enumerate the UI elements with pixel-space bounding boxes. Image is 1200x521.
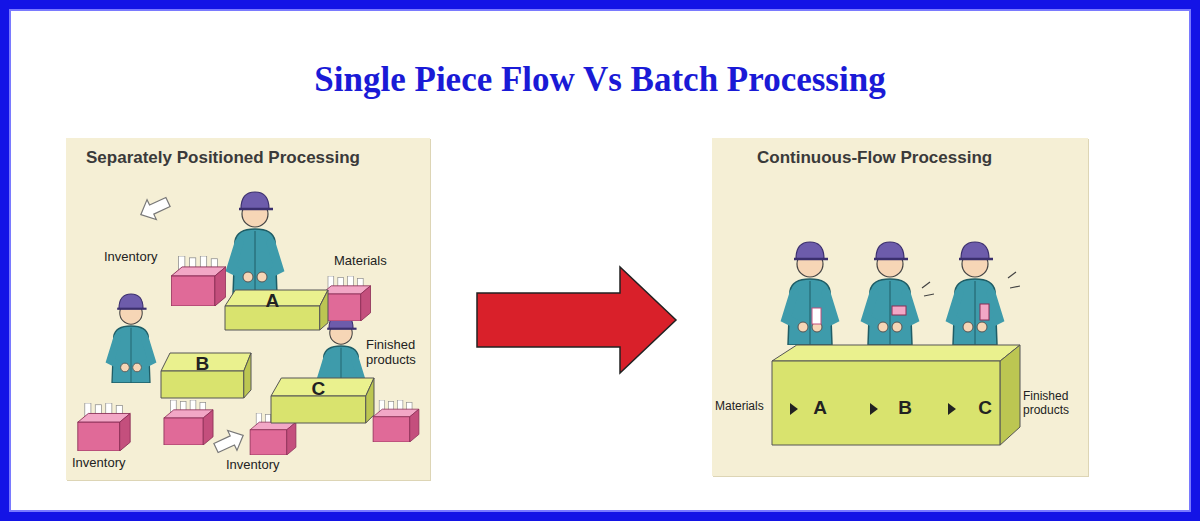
inventory-crate: [164, 400, 213, 445]
station-letter: C: [271, 378, 366, 400]
transition-arrow: [477, 267, 676, 373]
inventory-crate: [78, 403, 130, 451]
worker-figure: [110, 294, 151, 383]
product-crate: [373, 400, 419, 442]
work-table: C: [271, 378, 374, 423]
diagram-title: Single Piece Flow Vs Batch Processing: [0, 60, 1200, 100]
work-table: A: [225, 290, 328, 330]
can: [892, 306, 906, 315]
motion-lines: [922, 272, 1020, 296]
part-label: Inventory: [104, 250, 166, 265]
worker-figure: [951, 242, 999, 345]
part-label: Materials: [334, 254, 404, 269]
process-panel: Separately Positioned ProcessingA B C Mater…: [66, 138, 430, 480]
inventory-crate: [171, 256, 226, 306]
station-letter: B: [161, 353, 244, 375]
can: [980, 304, 989, 320]
panel-heading: Continuous-Flow Processing: [757, 148, 992, 168]
worker-figure: [786, 242, 834, 345]
part-label: Finished products: [1023, 390, 1083, 418]
process-panel: Continuous-Flow ProcessingA B C Materials Fi…: [712, 138, 1088, 476]
station-letter: B: [893, 397, 917, 419]
part-label: Inventory: [226, 458, 296, 473]
material-crate: [321, 276, 370, 321]
worker-figure: [231, 192, 279, 295]
worker-figure: [866, 242, 914, 345]
panel-heading: Separately Positioned Processing: [86, 148, 360, 168]
part-label: Inventory: [72, 456, 142, 471]
station-letter: C: [973, 397, 997, 419]
flow-arrow: [136, 192, 172, 225]
part-label: Materials: [715, 400, 771, 414]
flow-marker: [790, 403, 798, 415]
flow-marker: [870, 403, 878, 415]
flow-table: A B C: [772, 345, 1020, 445]
table-outline: [772, 345, 1020, 445]
station-letter: A: [225, 290, 320, 312]
work-table: B: [161, 353, 251, 398]
flow-arrow: [211, 425, 247, 458]
part-label: Finished products: [366, 338, 426, 368]
flow-marker: [948, 403, 956, 415]
can: [812, 308, 821, 324]
station-letter: A: [808, 397, 832, 419]
